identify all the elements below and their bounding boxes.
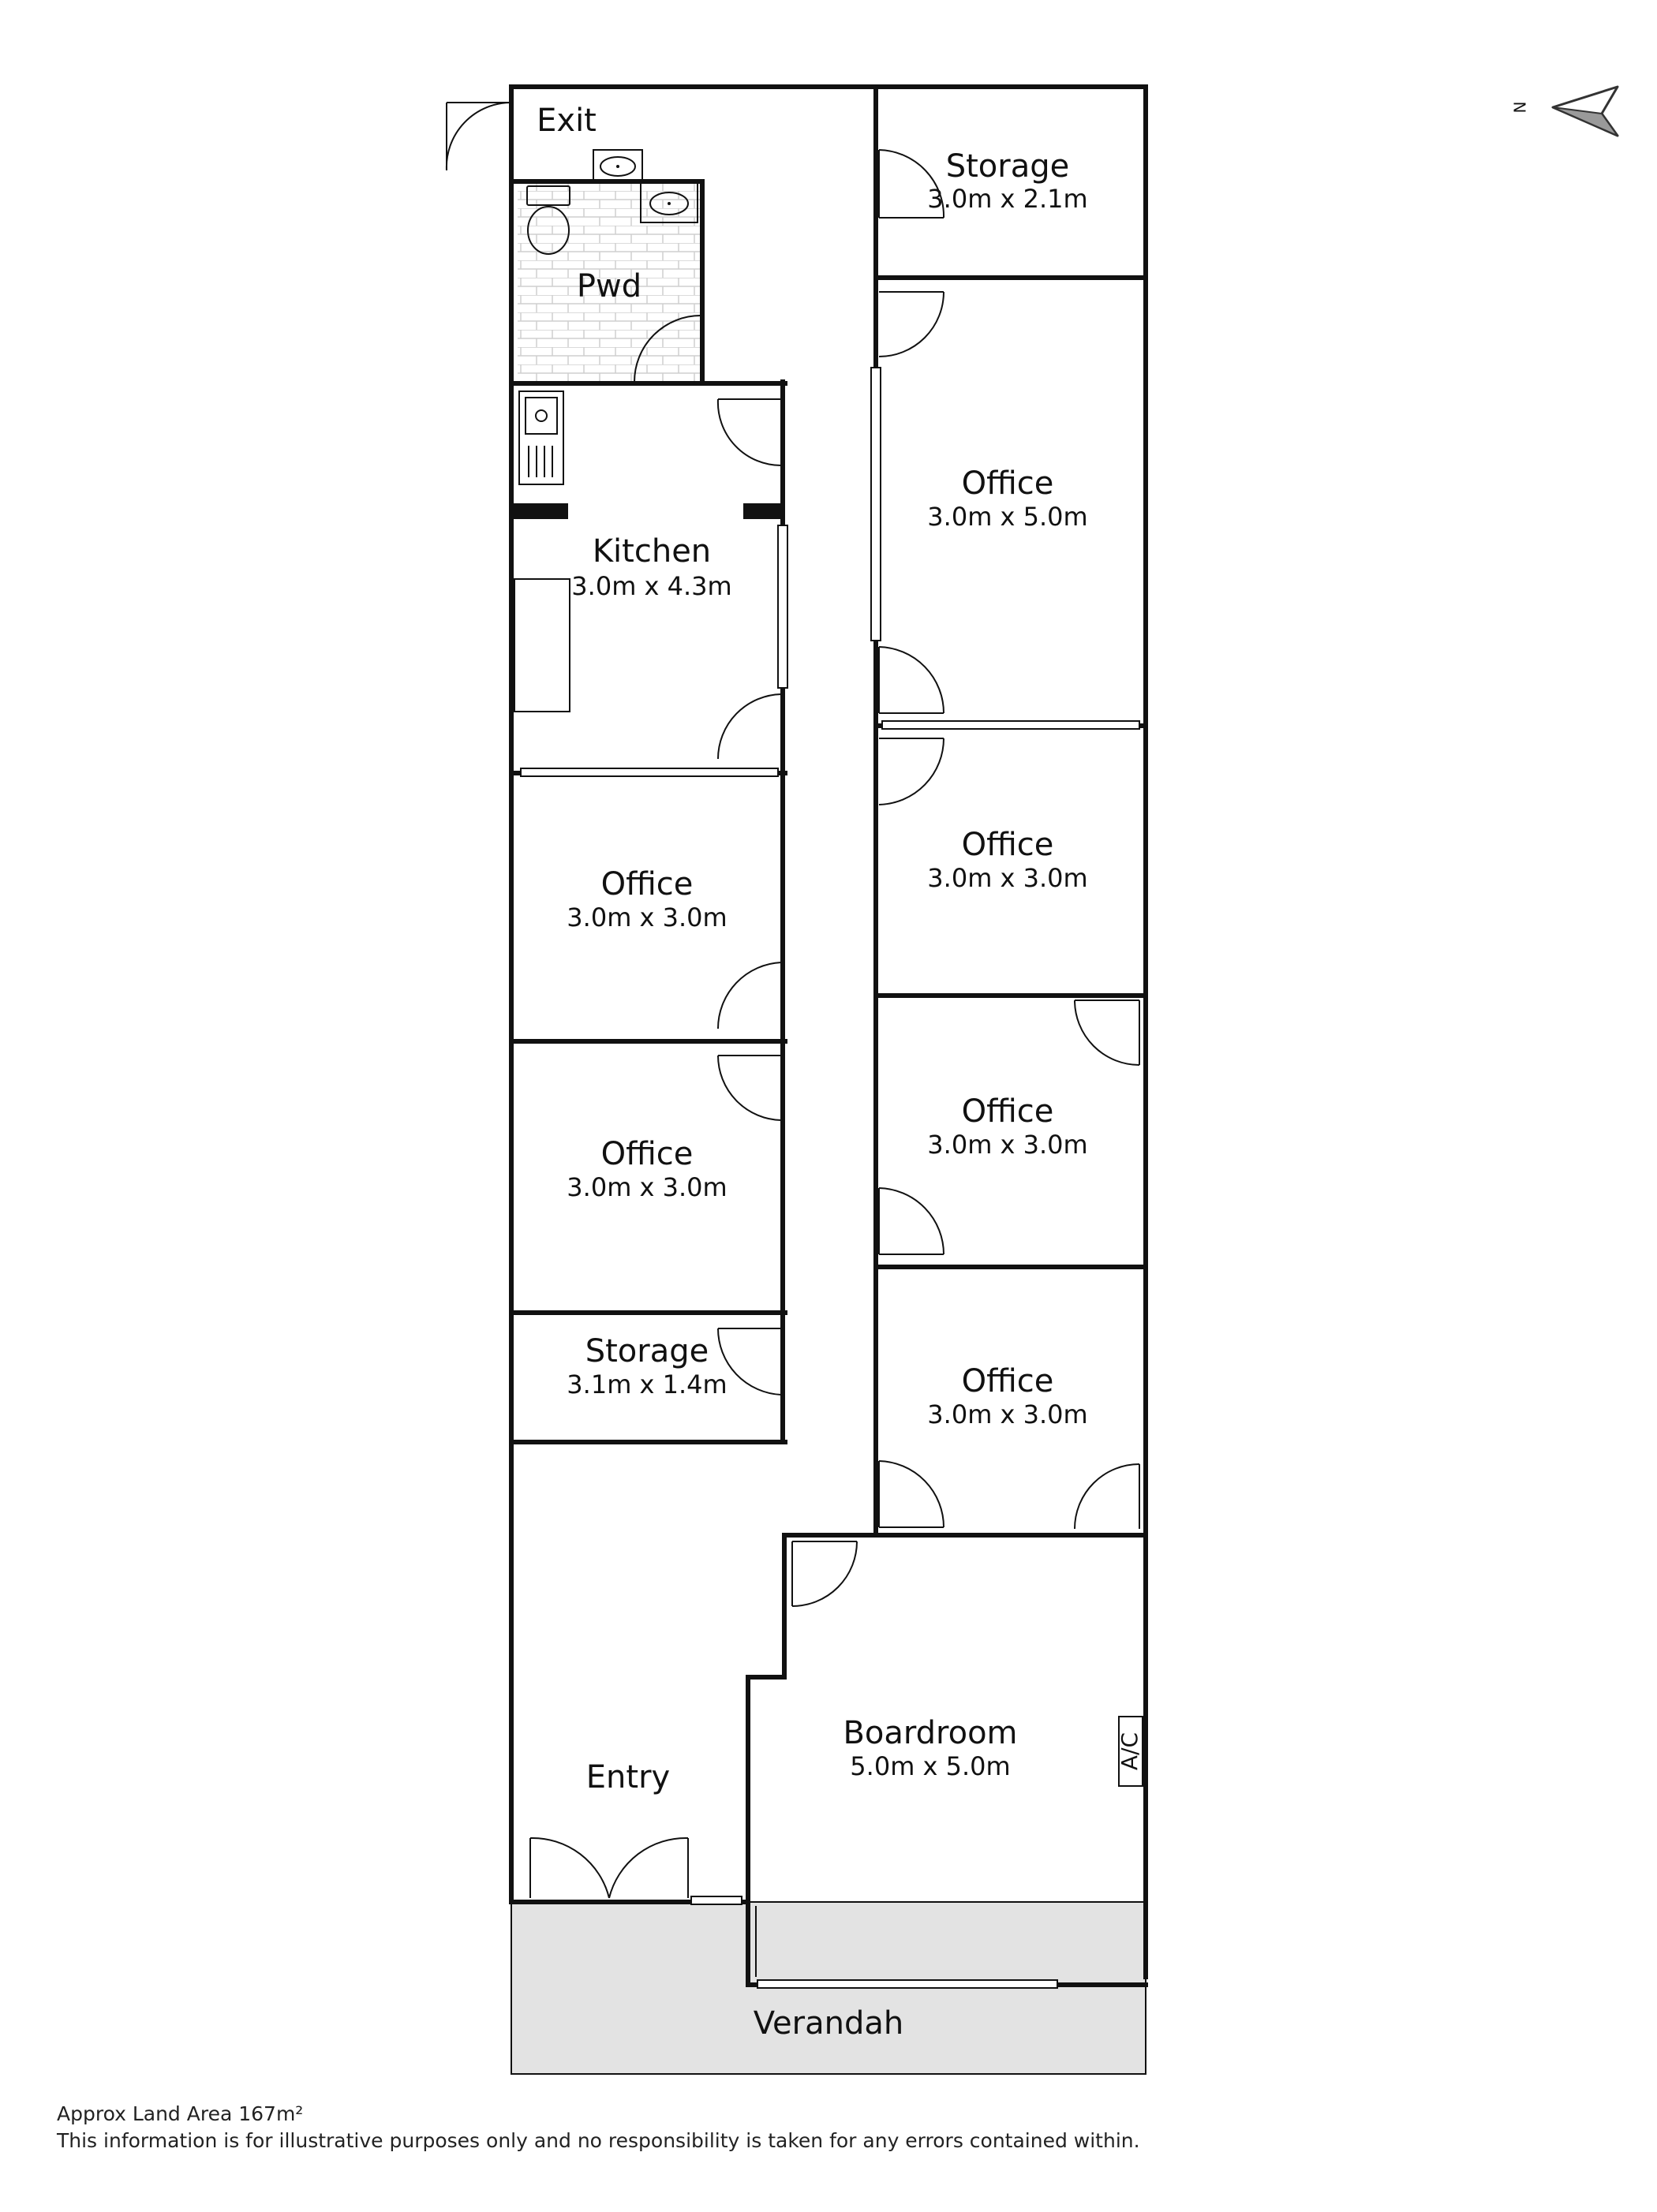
room-boardroom-dims: 5.0m x 5.0m <box>850 1751 1010 1781</box>
door-boardroom[interactable] <box>791 1541 858 1607</box>
room-storage-top-dims: 3.0m x 2.1m <box>927 184 1087 214</box>
outer-wall-top <box>509 84 1148 1979</box>
pwd-walls <box>509 179 705 386</box>
room-office-right-1-label: Office <box>962 465 1054 502</box>
room-storage-top-label: Storage <box>946 148 1070 185</box>
kitchen-island <box>514 578 570 712</box>
disclaimer-text: This information is for illustrative pur… <box>57 2129 1140 2152</box>
north-label: N <box>1511 102 1530 114</box>
door-office-right-1-bottom[interactable] <box>878 646 944 714</box>
room-office-left-1-label: Office <box>601 866 694 902</box>
door-office-right-3-top[interactable] <box>1074 1000 1140 1066</box>
room-office-left-2-dims: 3.0m x 3.0m <box>567 1172 727 1202</box>
door-office-left-1[interactable] <box>716 962 782 1029</box>
room-office-right-1-dims: 3.0m x 5.0m <box>927 502 1087 532</box>
pwd-tiled-floor <box>518 183 701 382</box>
door-office-right-3-bottom[interactable] <box>878 1187 944 1255</box>
door-storage-small[interactable] <box>716 1328 782 1396</box>
room-entry-label: Entry <box>586 1759 670 1795</box>
window-office-right-1 <box>870 367 881 641</box>
kitchen-wall-stub-left <box>511 503 568 519</box>
room-office-left-2-label: Office <box>601 1136 694 1172</box>
door-exit[interactable] <box>445 101 512 171</box>
basin-icon-pwd <box>640 182 698 223</box>
north-arrow-icon <box>1551 85 1619 137</box>
room-exit-label: Exit <box>537 103 597 139</box>
window-kitchen-office <box>520 768 779 777</box>
land-area-text: Approx Land Area 167m² <box>57 2102 304 2125</box>
room-office-left-1-dims: 3.0m x 3.0m <box>567 902 727 932</box>
door-pwd[interactable] <box>634 315 701 383</box>
room-storage-small-label: Storage <box>585 1333 709 1369</box>
room-storage-small-dims: 3.1m x 1.4m <box>567 1369 727 1399</box>
room-office-right-2-dims: 3.0m x 3.0m <box>927 863 1087 893</box>
room-office-right-3-label: Office <box>962 1093 1054 1130</box>
kitchen-sink-icon <box>518 390 564 485</box>
toilet-icon <box>526 185 570 255</box>
window-entry <box>690 1896 742 1905</box>
ac-unit <box>1118 1716 1143 1787</box>
verandah-border <box>511 1901 1146 2075</box>
ac-label: A/C <box>1117 1732 1143 1770</box>
room-office-right-2-label: Office <box>962 827 1054 863</box>
kitchen-wall-stub-right <box>743 503 784 519</box>
door-office-right-4-left[interactable] <box>878 1460 944 1528</box>
door-office-right-4-right[interactable] <box>1074 1463 1140 1530</box>
door-entry-double[interactable] <box>529 1836 689 1899</box>
basin-icon-exit <box>593 149 643 184</box>
window-boardroom-front <box>757 1979 1058 1989</box>
door-kitchen-top[interactable] <box>716 398 782 467</box>
door-storage-top[interactable] <box>878 149 945 219</box>
door-office-left-2[interactable] <box>717 1055 782 1121</box>
window-office-right-1-bottom <box>881 720 1140 730</box>
room-kitchen-dims: 3.0m x 4.3m <box>571 571 731 601</box>
door-office-right-2[interactable] <box>878 738 944 805</box>
room-office-right-4-label: Office <box>962 1363 1054 1399</box>
room-kitchen-label: Kitchen <box>593 533 711 570</box>
room-verandah-label: Verandah <box>754 2005 903 2042</box>
room-office-right-3-dims: 3.0m x 3.0m <box>927 1130 1087 1160</box>
room-boardroom-label: Boardroom <box>843 1715 1017 1751</box>
window-kitchen-corridor <box>777 525 788 689</box>
room-office-right-4-dims: 3.0m x 3.0m <box>927 1399 1087 1429</box>
room-pwd-label: Pwd <box>577 268 641 305</box>
door-kitchen-bottom[interactable] <box>717 693 782 760</box>
door-office-right-1-top[interactable] <box>878 291 944 357</box>
